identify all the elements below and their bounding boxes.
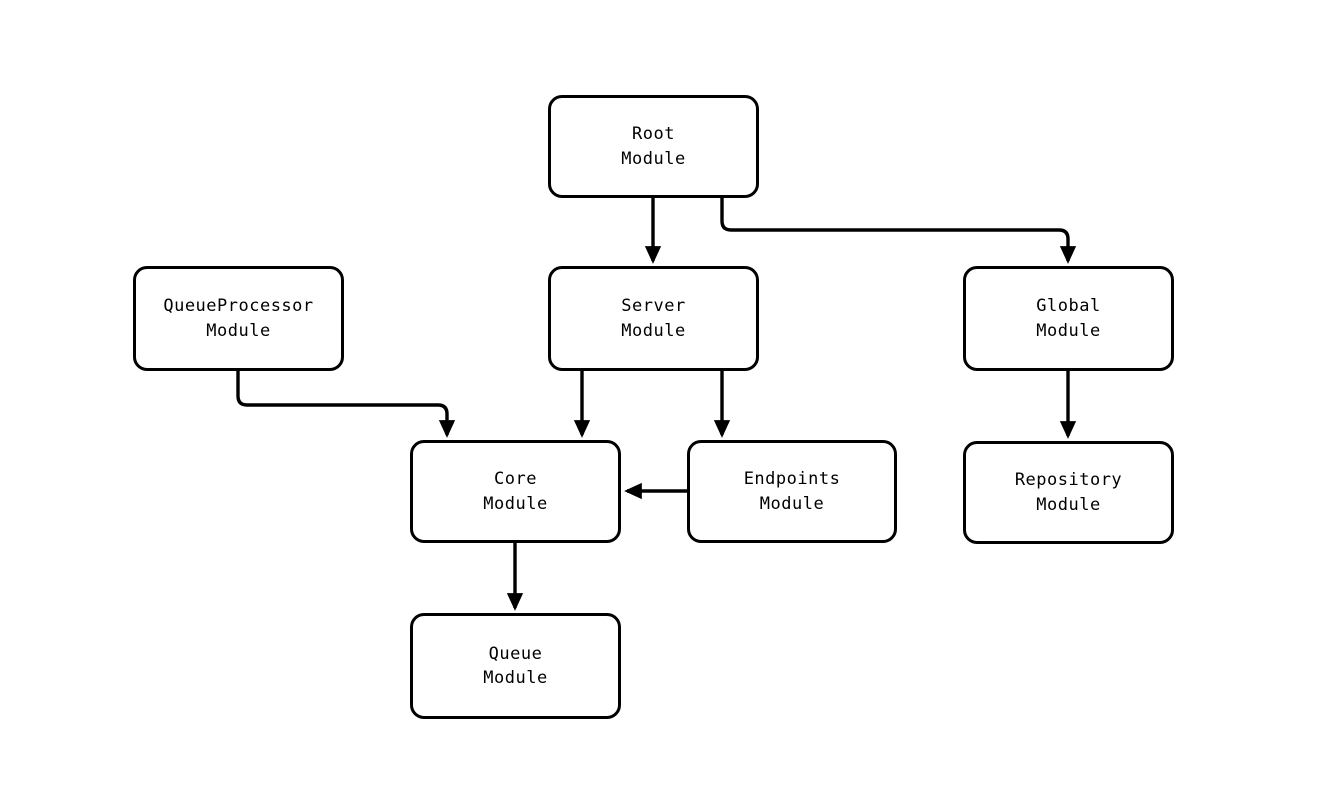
node-endpoints-module[interactable]: Endpoints Module (687, 440, 897, 543)
node-label-suffix: Module (759, 493, 825, 514)
node-label-name: Server (621, 296, 686, 317)
node-label-name: Queue (488, 643, 543, 664)
node-core-module[interactable]: Core Module (410, 440, 621, 543)
node-label-name: QueueProcessor (163, 296, 314, 317)
node-label-suffix: Module (1036, 494, 1101, 515)
node-label-suffix: Module (483, 668, 548, 688)
node-label-name: Repository (1014, 470, 1123, 491)
node-label-suffix: Module (1036, 320, 1101, 341)
node-server-module[interactable]: Server Module (548, 266, 759, 371)
node-label-suffix: Module (206, 320, 271, 341)
node-label-name: Global (1036, 296, 1101, 317)
node-label-name: Core (494, 469, 537, 490)
node-repository-module[interactable]: Repository Module (963, 441, 1174, 544)
node-label-name: Endpoints (743, 469, 841, 490)
node-label-suffix: Module (483, 493, 548, 514)
node-queueprocessor-module[interactable]: QueueProcessor Module (133, 266, 344, 371)
edge-queueprocessor-to-core (236, 371, 456, 438)
node-root-module[interactable]: Root Module (548, 95, 759, 198)
node-label-suffix: Module (621, 148, 686, 169)
node-queue-module[interactable]: Queue Module (410, 613, 621, 719)
node-label-name: Root (632, 124, 675, 145)
edge-root-to-global (720, 198, 1077, 264)
node-label-suffix: Module (621, 320, 686, 341)
node-global-module[interactable]: Global Module (963, 266, 1174, 371)
